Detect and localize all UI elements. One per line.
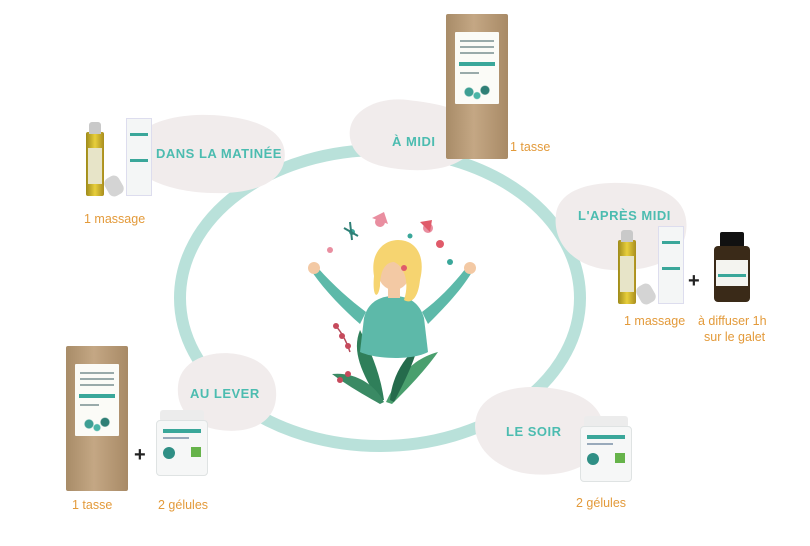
label-apres-midi: L'APRÈS MIDI [578, 208, 671, 223]
plus-sign: + [134, 444, 146, 466]
woman-illustration [308, 212, 476, 404]
roll-on-kit-icon [614, 226, 684, 316]
caption-apres-midi-diffuse: à diffuser 1h [698, 314, 767, 328]
label-dans-la-matinee: DANS LA MATINÉE [156, 146, 282, 161]
caption-lever-tasse: 1 tasse [72, 498, 113, 512]
caption-midi: 1 tasse [510, 140, 551, 154]
capsule-jar-icon [580, 416, 632, 482]
roll-on-kit-icon [82, 118, 152, 208]
diffuser-vial-icon [712, 232, 752, 302]
caption-lever-gelules: 2 gélules [158, 498, 209, 512]
tea-bag-icon [446, 14, 508, 159]
blob-apresmidi [555, 182, 687, 271]
caption-matinee: 1 massage [84, 212, 146, 226]
label-au-lever: AU LEVER [190, 386, 260, 401]
tea-bag-icon [66, 346, 128, 491]
blob-midi [349, 99, 475, 171]
label-le-soir: LE SOIR [506, 424, 562, 439]
label-a-midi: À MIDI [392, 134, 436, 149]
capsule-jar-icon [156, 410, 208, 476]
caption-soir: 2 gélules [576, 496, 627, 510]
plus-sign: + [688, 270, 700, 292]
caption-apres-midi-galet: sur le galet [704, 330, 766, 344]
caption-apres-midi-massage: 1 massage [624, 314, 686, 328]
blob-matinee [131, 114, 285, 194]
blob-soir [475, 387, 605, 475]
